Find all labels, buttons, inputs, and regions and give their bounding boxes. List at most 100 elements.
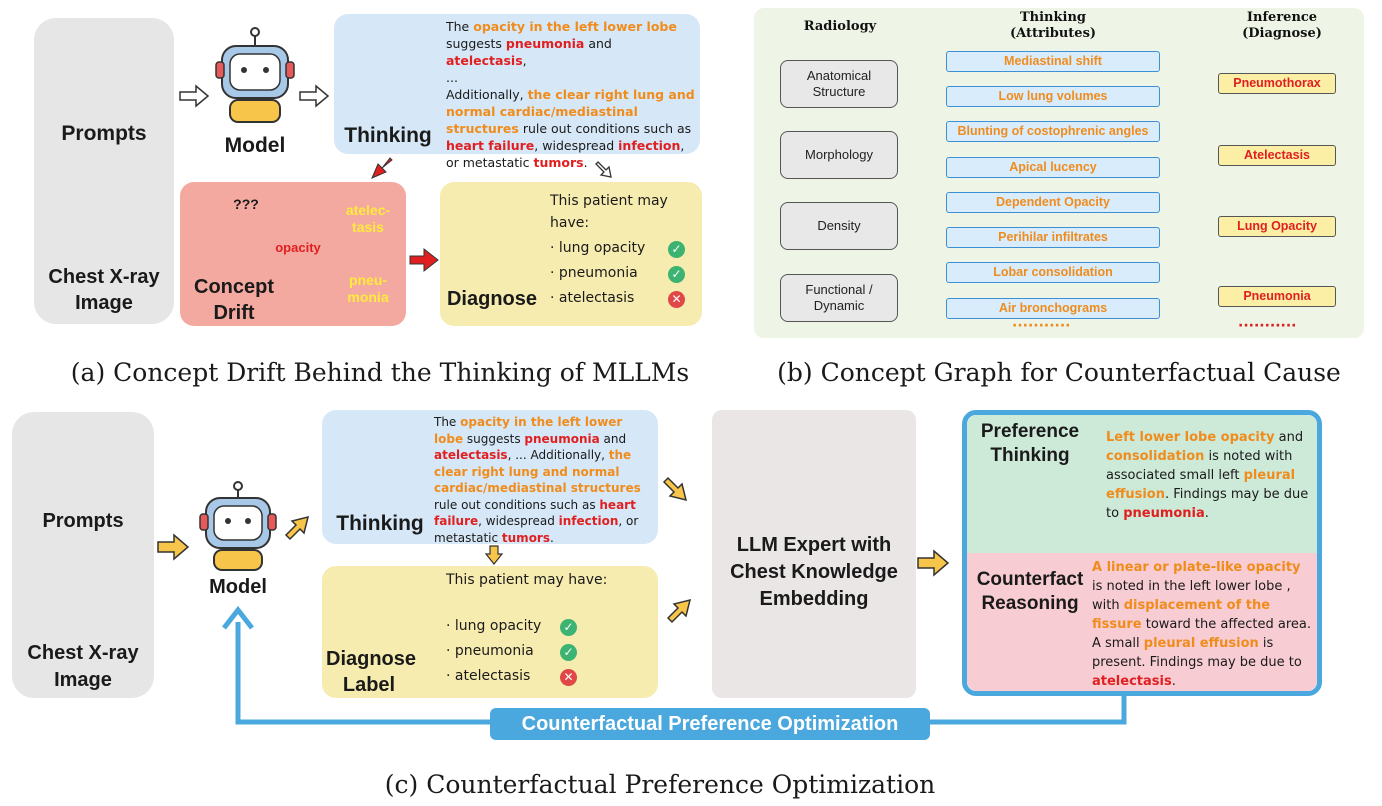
category-node: Morphology: [780, 131, 898, 179]
attribute-node: Dependent Opacity: [946, 192, 1160, 213]
atelectasis-bubble-label: atelec- tasis: [345, 202, 391, 235]
cpo-banner: Counterfactual Preference Optimization: [490, 708, 930, 740]
text-run: , ... Additionally,: [507, 448, 609, 462]
arrow-icon: [179, 84, 210, 108]
text-run: pneumonia: [505, 36, 585, 51]
model-label: Model: [209, 576, 267, 598]
text-run: infection: [618, 138, 681, 153]
text-run: . Findings may be due to: [1106, 487, 1309, 521]
thinking-label: Thinking: [336, 512, 424, 535]
text-run: and: [584, 36, 620, 51]
header-thinking: Thinking (Attributes): [1009, 10, 1097, 41]
pneumonia-bubble-label: pneu- monia: [347, 272, 389, 305]
chest-xray-label: Chest X-ray Image: [48, 266, 160, 314]
dots-attributes: ···········: [1012, 318, 1071, 334]
question-marks: ???: [233, 196, 259, 212]
llm-expert-label: LLM Expert with Chest Knowledge Embeddin…: [730, 534, 898, 610]
diagnose-label: Diagnose Label: [326, 648, 417, 696]
preference-thinking-box: [967, 415, 1317, 553]
diagnose-item-text: · lung opacity: [550, 240, 646, 256]
red-arrow-icon: [371, 157, 393, 179]
diagnose-item-text: · pneumonia: [550, 265, 638, 281]
text-run: , or metastatic: [434, 514, 639, 545]
diagnose-intro: This patient may have:: [550, 193, 668, 231]
text-run: .: [583, 155, 588, 170]
diagnose-item: · pneumonia✓: [550, 265, 700, 285]
attribute-node: Air bronchograms: [946, 298, 1160, 319]
text-run: suggests: [446, 19, 681, 51]
attribute-node: Lobar consolidation: [946, 262, 1160, 283]
text-run: tumors: [533, 155, 584, 170]
yellow-arrow-icon: [666, 598, 692, 624]
text-run: consolidation: [1106, 449, 1205, 464]
yellow-arrow-icon: [157, 533, 190, 561]
caption-c: (c) Counterfactual Preference Optimizati…: [384, 770, 936, 799]
thinking-box: [334, 14, 700, 154]
text-run: is noted with associated small left: [1106, 449, 1293, 483]
inference-node: Atelectasis: [1218, 145, 1336, 166]
thinking-text: The opacity in the left lower lobe sugge…: [434, 414, 654, 546]
concept-drift-box: [180, 182, 406, 326]
chest-xray-label: Chest X-ray Image: [27, 642, 139, 691]
yellow-arrow-icon: [484, 545, 504, 565]
text-run: is noted in the left lower lobe , with: [1092, 579, 1291, 613]
text-run: displacement of the fissure: [1092, 598, 1271, 632]
diagnose-item: · lung opacity ✓: [550, 240, 700, 260]
prompts-label: Prompts: [61, 122, 147, 145]
diagnose-item: · pneumonia ✓: [446, 643, 596, 663]
thinking-text: The opacity in the left lower lobe sugge…: [446, 18, 696, 171]
text-run: rule out conditions such as: [518, 121, 696, 136]
thinking-label: Thinking: [344, 124, 432, 147]
text-run: , widespread: [478, 514, 559, 528]
text-run: atelectasis: [434, 448, 508, 462]
diagnose-item: · atelectasis✕: [446, 668, 596, 688]
caption-b: (b) Concept Graph for Counterfactual Cau…: [777, 358, 1341, 387]
text-run: , ... Additionally,: [446, 53, 527, 102]
text-run: , or metastatic: [446, 138, 689, 170]
diagnose-item-text: · pneumonia: [446, 643, 534, 659]
text-run: tumors: [501, 530, 550, 545]
attribute-node: Blunting of costophrenic angles: [946, 121, 1160, 142]
attribute-node: Apical lucency: [946, 157, 1160, 178]
text-run: The: [434, 415, 461, 429]
text-run: The: [446, 19, 474, 34]
diagnose-item: · atelectasis✕: [550, 290, 700, 310]
text-run: pneumonia: [1123, 506, 1205, 521]
llm-expert-box: [712, 410, 916, 698]
robot-icon: [215, 27, 295, 123]
diagnose-item: · lung opacity ✓: [446, 618, 596, 638]
text-run: and: [1274, 430, 1304, 445]
header-inference: Inference (Diagnose): [1242, 10, 1322, 41]
text-run: .: [1171, 674, 1176, 689]
preference-thinking-label: Preference Thinking: [980, 421, 1080, 466]
cross-icon: ✕: [668, 291, 685, 308]
text-run: pneumonia: [524, 431, 600, 446]
dots-inferences: ···········: [1238, 318, 1297, 334]
preference-thinking-text: Left lower lobe opacity and consolidatio…: [1106, 428, 1312, 523]
text-run: atelectasis: [446, 53, 523, 68]
yellow-arrow-icon: [917, 549, 950, 577]
text-run: Left lower lobe opacity: [1106, 430, 1275, 445]
attribute-node: Mediastinal shift: [946, 51, 1160, 72]
check-icon: ✓: [668, 241, 685, 258]
diagnose-intro: This patient may have:: [446, 572, 608, 588]
caption-a: (a) Concept Drift Behind the Thinking of…: [70, 358, 690, 387]
diagnose-label-box: [322, 566, 658, 698]
check-icon: ✓: [560, 644, 577, 661]
text-run: opacity in the left lower lobe: [434, 415, 623, 446]
yellow-arrow-icon: [662, 476, 688, 502]
yellow-arrow-icon: [284, 515, 310, 541]
text-run: rule out conditions such as: [434, 497, 600, 512]
diagnose-item-text: · atelectasis: [446, 668, 531, 684]
inference-node: Pneumothorax: [1218, 73, 1336, 94]
counterfact-box: [967, 553, 1317, 691]
attribute-node: Perihilar infiltrates: [946, 227, 1160, 248]
diagnose-item-text: · lung opacity: [446, 618, 542, 634]
robot-icon: [199, 481, 277, 571]
check-icon: ✓: [560, 619, 577, 636]
text-run: pleural effusion: [1143, 636, 1259, 651]
text-run: heart failure: [446, 138, 535, 153]
text-run: .: [1204, 506, 1209, 521]
text-run: the clear right lung and normal cardiac/…: [446, 87, 700, 136]
input-panel: [12, 412, 154, 698]
